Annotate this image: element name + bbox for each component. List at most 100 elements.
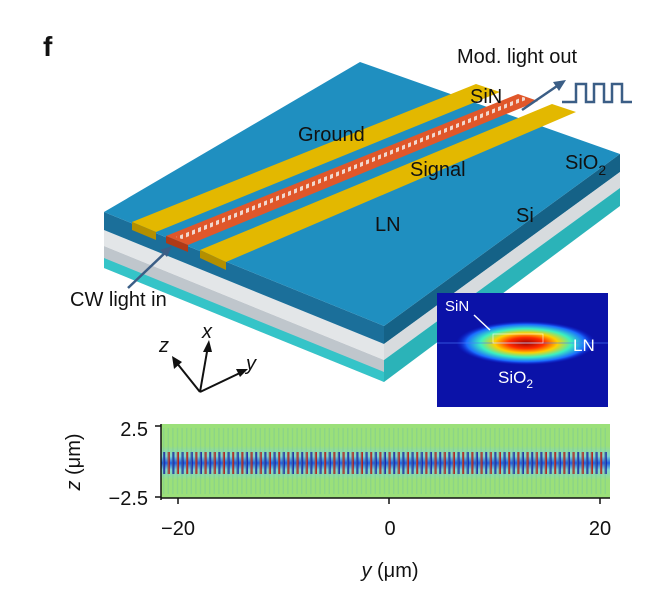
field-fringe bbox=[342, 452, 345, 474]
signal-label: Signal bbox=[410, 159, 466, 181]
field-fringe-halo bbox=[471, 428, 473, 494]
field-fringe bbox=[498, 452, 501, 474]
field-fringe-halo bbox=[517, 428, 519, 494]
field-fringe-halo bbox=[195, 428, 197, 494]
field-fringe-halo bbox=[167, 428, 169, 494]
field-fringe-halo bbox=[397, 428, 399, 494]
field-fringe-halo bbox=[190, 428, 192, 494]
field-fringe-halo bbox=[379, 428, 381, 494]
field-fringe bbox=[278, 452, 281, 474]
field-fringe-halo bbox=[462, 428, 464, 494]
signal-electrode-front bbox=[200, 250, 226, 270]
field-fringe bbox=[590, 452, 593, 474]
field-fringe bbox=[604, 452, 607, 474]
field-fringe bbox=[259, 452, 262, 474]
field-fringe bbox=[466, 452, 469, 474]
field-fringe-halo bbox=[227, 428, 229, 494]
ground-electrode-front bbox=[132, 222, 156, 240]
field-fringe bbox=[190, 452, 193, 474]
field-fringe bbox=[563, 452, 566, 474]
field-fringe-halo bbox=[342, 428, 344, 494]
field-fringe bbox=[581, 452, 584, 474]
inset-ln-label: LN bbox=[573, 336, 595, 355]
field-fringe-halo bbox=[310, 428, 312, 494]
field-fringe-halo bbox=[337, 428, 340, 494]
field-fringe-halo bbox=[319, 428, 321, 494]
field-fringe bbox=[176, 452, 179, 474]
inset-sin-arrow bbox=[473, 314, 491, 331]
field-fringe bbox=[475, 452, 478, 474]
field-fringe bbox=[531, 452, 534, 474]
field-fringe-halo bbox=[181, 428, 183, 494]
field-fringe bbox=[480, 452, 483, 474]
ln-label: LN bbox=[375, 214, 401, 236]
field-map-ylabel: z (μm) bbox=[63, 433, 85, 491]
field-fringe bbox=[448, 452, 451, 474]
field-fringe bbox=[347, 452, 350, 474]
inset-sin-label: SiN bbox=[445, 298, 469, 315]
field-fringe-halo bbox=[540, 428, 542, 494]
field-fringe-halo bbox=[554, 428, 556, 494]
field-fringe-halo bbox=[365, 428, 367, 494]
field-fringe bbox=[388, 452, 391, 474]
field-fringe-halo bbox=[278, 428, 280, 494]
field-fringe bbox=[544, 452, 547, 474]
field-fringe-halo bbox=[439, 428, 441, 494]
field-fringe-halo bbox=[402, 428, 404, 494]
field-fringe bbox=[485, 452, 488, 474]
field-fringe bbox=[540, 452, 543, 474]
field-fringe bbox=[567, 452, 570, 474]
field-fringe bbox=[273, 452, 276, 474]
field-fringe bbox=[296, 452, 299, 474]
field-fringe-halo bbox=[209, 428, 211, 494]
xtick-neg20: −20 bbox=[161, 518, 195, 540]
output-arrow bbox=[521, 82, 561, 112]
field-fringe bbox=[356, 452, 359, 474]
field-fringe bbox=[416, 452, 419, 474]
field-fringe-halo bbox=[604, 428, 606, 494]
field-fringe bbox=[227, 452, 230, 474]
field-fringe-halo bbox=[535, 428, 537, 494]
field-fringe-halo bbox=[475, 428, 478, 494]
field-fringe bbox=[264, 452, 267, 474]
field-fringe bbox=[305, 452, 308, 474]
field-fringe bbox=[586, 452, 589, 474]
field-fringe-halo bbox=[273, 428, 275, 494]
field-fringe-halo bbox=[347, 428, 349, 494]
field-fringe-halo bbox=[503, 428, 505, 494]
field-fringe-halo bbox=[429, 428, 432, 494]
field-fringe bbox=[181, 452, 184, 474]
field-fringe-halo bbox=[186, 428, 188, 494]
field-fringe-halo bbox=[176, 428, 179, 494]
field-fringe-halo bbox=[301, 428, 303, 494]
field-fringe bbox=[406, 452, 409, 474]
field-fringe-halo bbox=[434, 428, 436, 494]
field-fringe-halo bbox=[199, 428, 202, 494]
field-fringe-halo bbox=[356, 428, 358, 494]
field-fringe-halo bbox=[494, 428, 496, 494]
field-map-xlabel: y (μm) bbox=[359, 560, 418, 582]
field-fringe-halo bbox=[600, 428, 602, 494]
field-fringe bbox=[232, 452, 235, 474]
input-arrowhead bbox=[160, 246, 172, 257]
field-fringe bbox=[291, 452, 294, 474]
sin-waveguide-front bbox=[166, 236, 188, 252]
field-map: 2.5 −2.5 −20 0 20 z (μm) y (μm) bbox=[63, 419, 611, 582]
field-fringe-halo bbox=[485, 428, 487, 494]
field-fringe bbox=[595, 452, 598, 474]
field-fringe bbox=[443, 452, 446, 474]
field-fringe bbox=[429, 452, 432, 474]
sin-outline bbox=[492, 333, 544, 344]
field-fringe-halo bbox=[370, 428, 372, 494]
field-fringe-halo bbox=[324, 428, 326, 494]
field-fringe-halo bbox=[452, 428, 455, 494]
field-fringe bbox=[241, 452, 244, 474]
sio2-label: SiO2 bbox=[565, 152, 606, 178]
field-fringe bbox=[287, 452, 290, 474]
field-fringe-halo bbox=[416, 428, 418, 494]
field-fringe bbox=[572, 452, 575, 474]
device-3d: Mod. light out SiN Ground Signal SiO2 LN… bbox=[70, 46, 632, 393]
field-fringe bbox=[420, 452, 423, 474]
field-fringe bbox=[319, 452, 322, 474]
field-fringe bbox=[379, 452, 382, 474]
